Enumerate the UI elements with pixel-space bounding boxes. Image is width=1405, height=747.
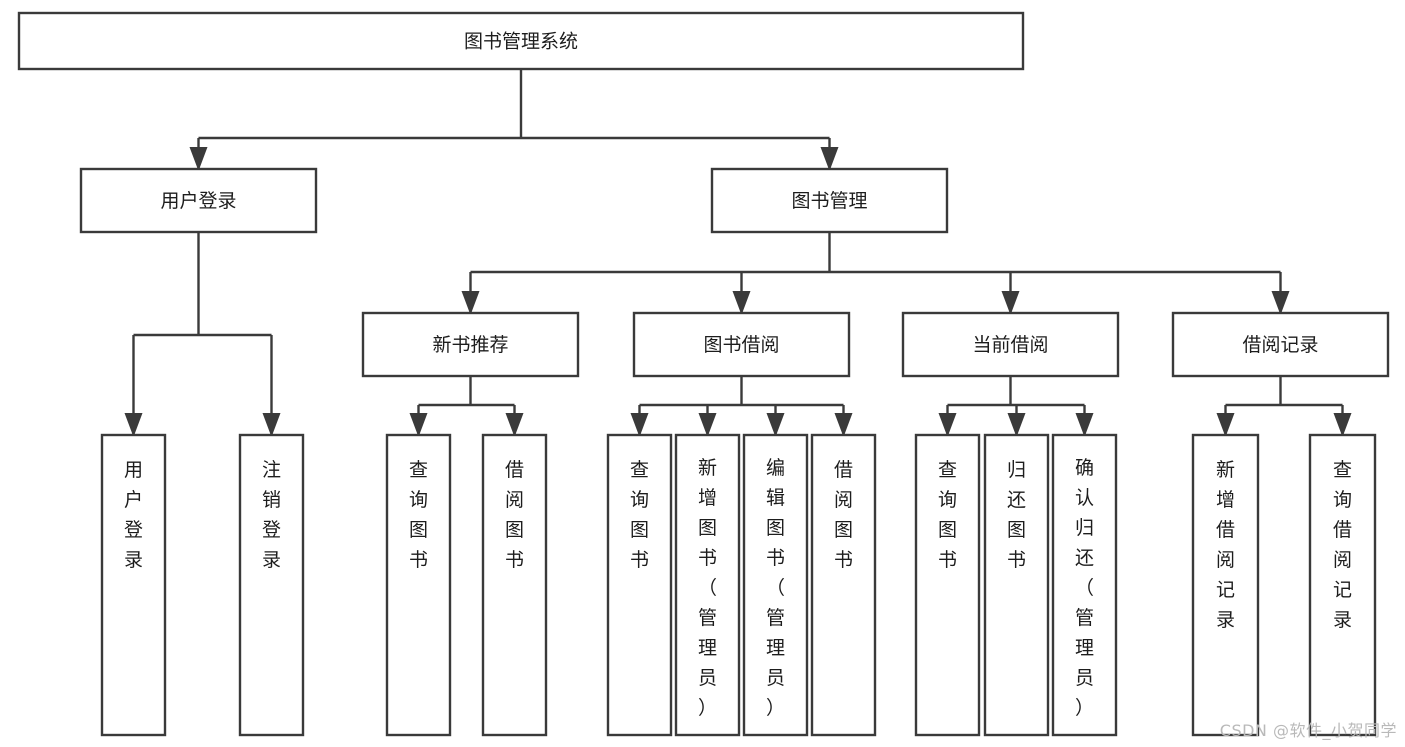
arrow-head-icon [1216, 413, 1235, 437]
node-label-book-manage: 图书管理 [791, 190, 867, 212]
node-box-current-borrow[interactable] [901, 311, 1120, 378]
node-new-book-recommend[interactable]: 新书推荐 [361, 311, 580, 378]
node-label-leaf-query-book-2: 查询图书 [630, 459, 649, 571]
node-leaf-borrow-book-1[interactable]: 借阅图书 [481, 433, 548, 737]
node-borrow-record[interactable]: 借阅记录 [1171, 311, 1390, 378]
node-label-leaf-query-book-1: 查询图书 [409, 459, 428, 571]
node-layer: 图书管理系统用户登录图书管理新书推荐图书借阅当前借阅借阅记录用户登录注销登录查询… [17, 11, 1390, 737]
arrow-head-icon [732, 291, 751, 315]
node-box-leaf-user-login[interactable] [100, 433, 167, 737]
node-box-new-book-recommend[interactable] [361, 311, 580, 378]
node-box-borrow-record[interactable] [1171, 311, 1390, 378]
node-label-leaf-query-book-3: 查询图书 [938, 459, 957, 571]
node-label-book-borrow: 图书借阅 [703, 334, 779, 356]
connector-group-book-manage [461, 232, 1290, 315]
node-box-leaf-add-book-admin[interactable] [674, 433, 741, 737]
connector-group-book-borrow [630, 376, 853, 437]
node-leaf-query-book-3[interactable]: 查询图书 [914, 433, 981, 737]
node-leaf-add-borrow-record[interactable]: 新增借阅记录 [1191, 433, 1260, 737]
connector-layer [124, 69, 1352, 437]
node-leaf-confirm-return-admin[interactable]: 确认归还（管理员） [1051, 433, 1118, 737]
arrow-head-icon [409, 413, 428, 437]
arrow-head-icon [1001, 291, 1020, 315]
connector-group-current-borrow [938, 376, 1094, 437]
node-leaf-query-book-1[interactable]: 查询图书 [385, 433, 452, 737]
node-root[interactable]: 图书管理系统 [17, 11, 1025, 71]
arrow-head-icon [1075, 413, 1094, 437]
node-box-root[interactable] [17, 11, 1025, 71]
node-box-leaf-return-book[interactable] [983, 433, 1050, 737]
node-leaf-return-book[interactable]: 归还图书 [983, 433, 1050, 737]
arrow-head-icon [505, 413, 524, 437]
node-leaf-logout-login[interactable]: 注销登录 [238, 433, 305, 737]
arrow-head-icon [1007, 413, 1026, 437]
node-label-leaf-borrow-book-1: 借阅图书 [505, 459, 524, 571]
node-leaf-query-book-2[interactable]: 查询图书 [606, 433, 673, 737]
node-label-leaf-add-book-admin: 新增图书（管理员） [698, 457, 717, 719]
connector-group-new-book-recommend [409, 376, 524, 437]
node-label-leaf-borrow-book-2: 借阅图书 [834, 459, 853, 571]
node-book-borrow[interactable]: 图书借阅 [632, 311, 851, 378]
node-label-borrow-record: 借阅记录 [1242, 334, 1318, 356]
node-label-leaf-query-borrow-record: 查询借阅记录 [1333, 459, 1352, 631]
arrow-head-icon [1271, 291, 1290, 315]
node-user-login[interactable]: 用户登录 [79, 167, 318, 234]
node-box-book-borrow[interactable] [632, 311, 851, 378]
node-current-borrow[interactable]: 当前借阅 [901, 311, 1120, 378]
node-box-leaf-borrow-book-1[interactable] [481, 433, 548, 737]
arrow-head-icon [698, 413, 717, 437]
csdn-watermark: CSDN @软件_小贺同学 [1219, 721, 1397, 740]
node-label-new-book-recommend: 新书推荐 [432, 334, 508, 356]
node-leaf-borrow-book-2[interactable]: 借阅图书 [810, 433, 877, 737]
node-book-manage[interactable]: 图书管理 [710, 167, 949, 234]
node-label-leaf-edit-book-admin: 编辑图书（管理员） [766, 457, 785, 719]
node-leaf-query-borrow-record[interactable]: 查询借阅记录 [1308, 433, 1377, 737]
node-leaf-edit-book-admin[interactable]: 编辑图书（管理员） [742, 433, 809, 737]
node-box-book-manage[interactable] [710, 167, 949, 234]
connector-group-user-login [124, 232, 281, 437]
arrow-head-icon [630, 413, 649, 437]
connector-group-root [189, 69, 839, 171]
arrow-head-icon [766, 413, 785, 437]
arrow-head-icon [938, 413, 957, 437]
arrow-head-icon [820, 147, 839, 171]
node-box-leaf-query-book-3[interactable] [914, 433, 981, 737]
node-label-leaf-user-login: 用户登录 [124, 459, 143, 571]
node-leaf-user-login[interactable]: 用户登录 [100, 433, 167, 737]
node-label-leaf-confirm-return-admin: 确认归还（管理员） [1075, 457, 1094, 719]
node-box-user-login[interactable] [79, 167, 318, 234]
node-label-current-borrow: 当前借阅 [972, 334, 1048, 356]
node-box-leaf-query-book-2[interactable] [606, 433, 673, 737]
node-box-leaf-query-book-1[interactable] [385, 433, 452, 737]
node-label-leaf-add-borrow-record: 新增借阅记录 [1216, 459, 1235, 631]
node-box-leaf-edit-book-admin[interactable] [742, 433, 809, 737]
arrow-head-icon [461, 291, 480, 315]
arrow-head-icon [189, 147, 208, 171]
node-label-leaf-return-book: 归还图书 [1007, 459, 1026, 571]
node-box-leaf-query-borrow-record[interactable] [1308, 433, 1377, 737]
node-box-leaf-borrow-book-2[interactable] [810, 433, 877, 737]
node-label-leaf-logout-login: 注销登录 [262, 459, 281, 571]
node-leaf-add-book-admin[interactable]: 新增图书（管理员） [674, 433, 741, 737]
arrow-head-icon [124, 413, 143, 437]
arrow-head-icon [834, 413, 853, 437]
node-label-user-login: 用户登录 [160, 190, 236, 212]
node-box-leaf-confirm-return-admin[interactable] [1051, 433, 1118, 737]
arrow-head-icon [262, 413, 281, 437]
node-label-root: 图书管理系统 [464, 31, 578, 53]
arrow-head-icon [1333, 413, 1352, 437]
node-box-leaf-logout-login[interactable] [238, 433, 305, 737]
connector-group-borrow-record [1216, 376, 1352, 437]
node-box-leaf-add-borrow-record[interactable] [1191, 433, 1260, 737]
